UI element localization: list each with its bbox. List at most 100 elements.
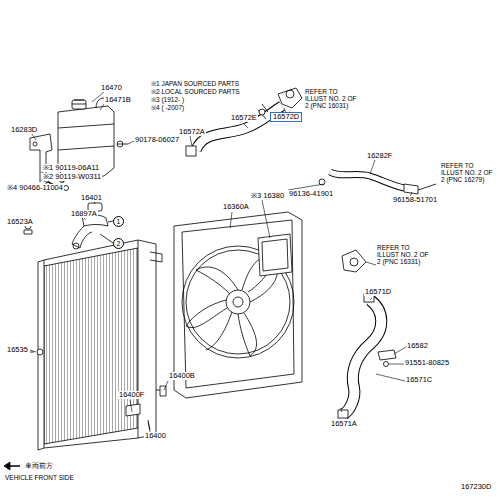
fan-shroud	[206, 312, 232, 350]
direction-label: VEHICLE FRONT SIDE	[4, 474, 75, 481]
part-number: 16582	[406, 342, 429, 350]
front-arrow	[4, 462, 20, 470]
lower-radiator-hose	[378, 350, 396, 360]
fan-shroud	[174, 212, 302, 398]
part-number: 16360A	[222, 203, 250, 211]
callout-number: 1	[113, 216, 124, 227]
radiator	[30, 352, 34, 353]
reservoir-bracket	[33, 142, 37, 146]
part-number: 16523A	[6, 218, 34, 226]
leader-lines	[394, 347, 406, 354]
part-number: 16572D	[270, 112, 302, 122]
heater-hose	[330, 172, 404, 188]
part-number: 91551-80825	[404, 359, 450, 367]
radiator	[38, 260, 44, 450]
part-number: ※1 90119-06A11	[42, 164, 100, 172]
heater-hose	[330, 172, 404, 188]
upper-radiator-hose	[259, 109, 265, 115]
radiator-cap-hose	[100, 221, 113, 243]
part-number: 16572E	[230, 114, 258, 122]
part-number: 16572A	[178, 128, 206, 136]
part-number: 16400	[144, 432, 167, 440]
radiator	[44, 240, 138, 448]
leader-lines	[230, 212, 232, 228]
leader-lines	[130, 400, 132, 412]
heater-hose	[319, 172, 436, 194]
part-number: 16282F	[366, 152, 393, 160]
parts-illustration	[4, 88, 436, 470]
fan-shroud	[238, 313, 257, 356]
leader-lines	[100, 104, 104, 110]
upper-radiator-hose	[258, 104, 268, 119]
radiator	[44, 248, 138, 444]
part-number: 96158-51701	[392, 196, 438, 204]
bolts	[117, 144, 128, 145]
upper-radiator-hose	[186, 146, 196, 156]
part-number: 16283D	[10, 126, 38, 134]
leader-lines	[262, 200, 270, 238]
front-arrow	[4, 462, 10, 470]
part-number: 16571D	[364, 288, 392, 296]
reference-note: REFER TO ILLUST NO. 2 OF 2 (PNC 16331)	[376, 244, 432, 265]
leader-lines	[28, 92, 412, 432]
lower-radiator-hose	[350, 258, 358, 266]
fan-shroud	[186, 300, 227, 328]
leader-lines	[244, 124, 248, 128]
lower-radiator-hose	[344, 300, 381, 414]
note: ※2 LOCAL SOURCED PARTS	[150, 88, 241, 95]
fan-shroud	[258, 234, 292, 276]
lower-radiator-hose	[342, 250, 366, 272]
bolts	[24, 230, 32, 234]
heater-hose	[404, 184, 418, 194]
reservoir-tank	[72, 100, 86, 109]
part-number: 90178-06027	[134, 136, 180, 144]
leader-lines	[340, 408, 342, 412]
part-number: 16897A	[70, 210, 98, 218]
leader-lines	[389, 364, 404, 365]
leader-lines	[370, 160, 375, 174]
leader-lines	[148, 422, 150, 432]
leader-lines	[32, 134, 36, 140]
note: ※3 (1912- )	[150, 96, 185, 103]
direction-label: 車両前方	[24, 462, 54, 470]
leader-lines	[92, 92, 104, 102]
radiator	[37, 349, 43, 355]
leader-lines	[376, 374, 405, 381]
part-number: ※2 90119-W0311	[42, 173, 102, 181]
upper-radiator-hose	[278, 88, 302, 108]
part-number: ※3 16380	[250, 192, 285, 200]
radiator	[150, 252, 162, 262]
lower-radiator-hose	[344, 300, 381, 414]
fan-shroud	[262, 239, 288, 271]
part-number: 16400F	[118, 391, 145, 399]
leader-lines	[370, 298, 372, 300]
upper-radiator-hose	[286, 90, 294, 98]
radiator	[30, 240, 166, 450]
leader-lines	[30, 350, 36, 352]
part-number: 16401	[80, 194, 103, 202]
part-number: 96136-41901	[288, 190, 334, 198]
fan-shroud	[174, 212, 302, 398]
part-number: 16535	[6, 346, 29, 354]
drawing-number: 167230D	[460, 483, 492, 491]
part-number: 16571A	[330, 420, 358, 428]
note: ※1 JAPAN SOURCED PARTS	[150, 80, 240, 87]
radiator-cap-hose	[72, 226, 92, 248]
heater-hose	[418, 184, 436, 190]
fan-shroud	[182, 220, 294, 388]
fan-shroud	[233, 297, 243, 307]
radiator	[138, 240, 156, 438]
reference-note: REFER TO ILLUST NO. 2 OF 2 (PNC 16279)	[440, 162, 496, 183]
part-number: 16471B	[104, 96, 132, 104]
lower-radiator-hose	[384, 362, 389, 367]
bolts	[64, 186, 69, 191]
part-number: 16571C	[405, 376, 433, 384]
part-number: ※4 90466-11004	[6, 184, 64, 192]
part-number: 16470	[100, 84, 123, 92]
radiator	[126, 404, 140, 416]
leader-lines	[190, 136, 192, 146]
radiator-cap-hose	[73, 243, 79, 249]
reference-note: REFER TO ILLUST NO. 2 OF 2 (PNC 16031)	[304, 88, 360, 109]
